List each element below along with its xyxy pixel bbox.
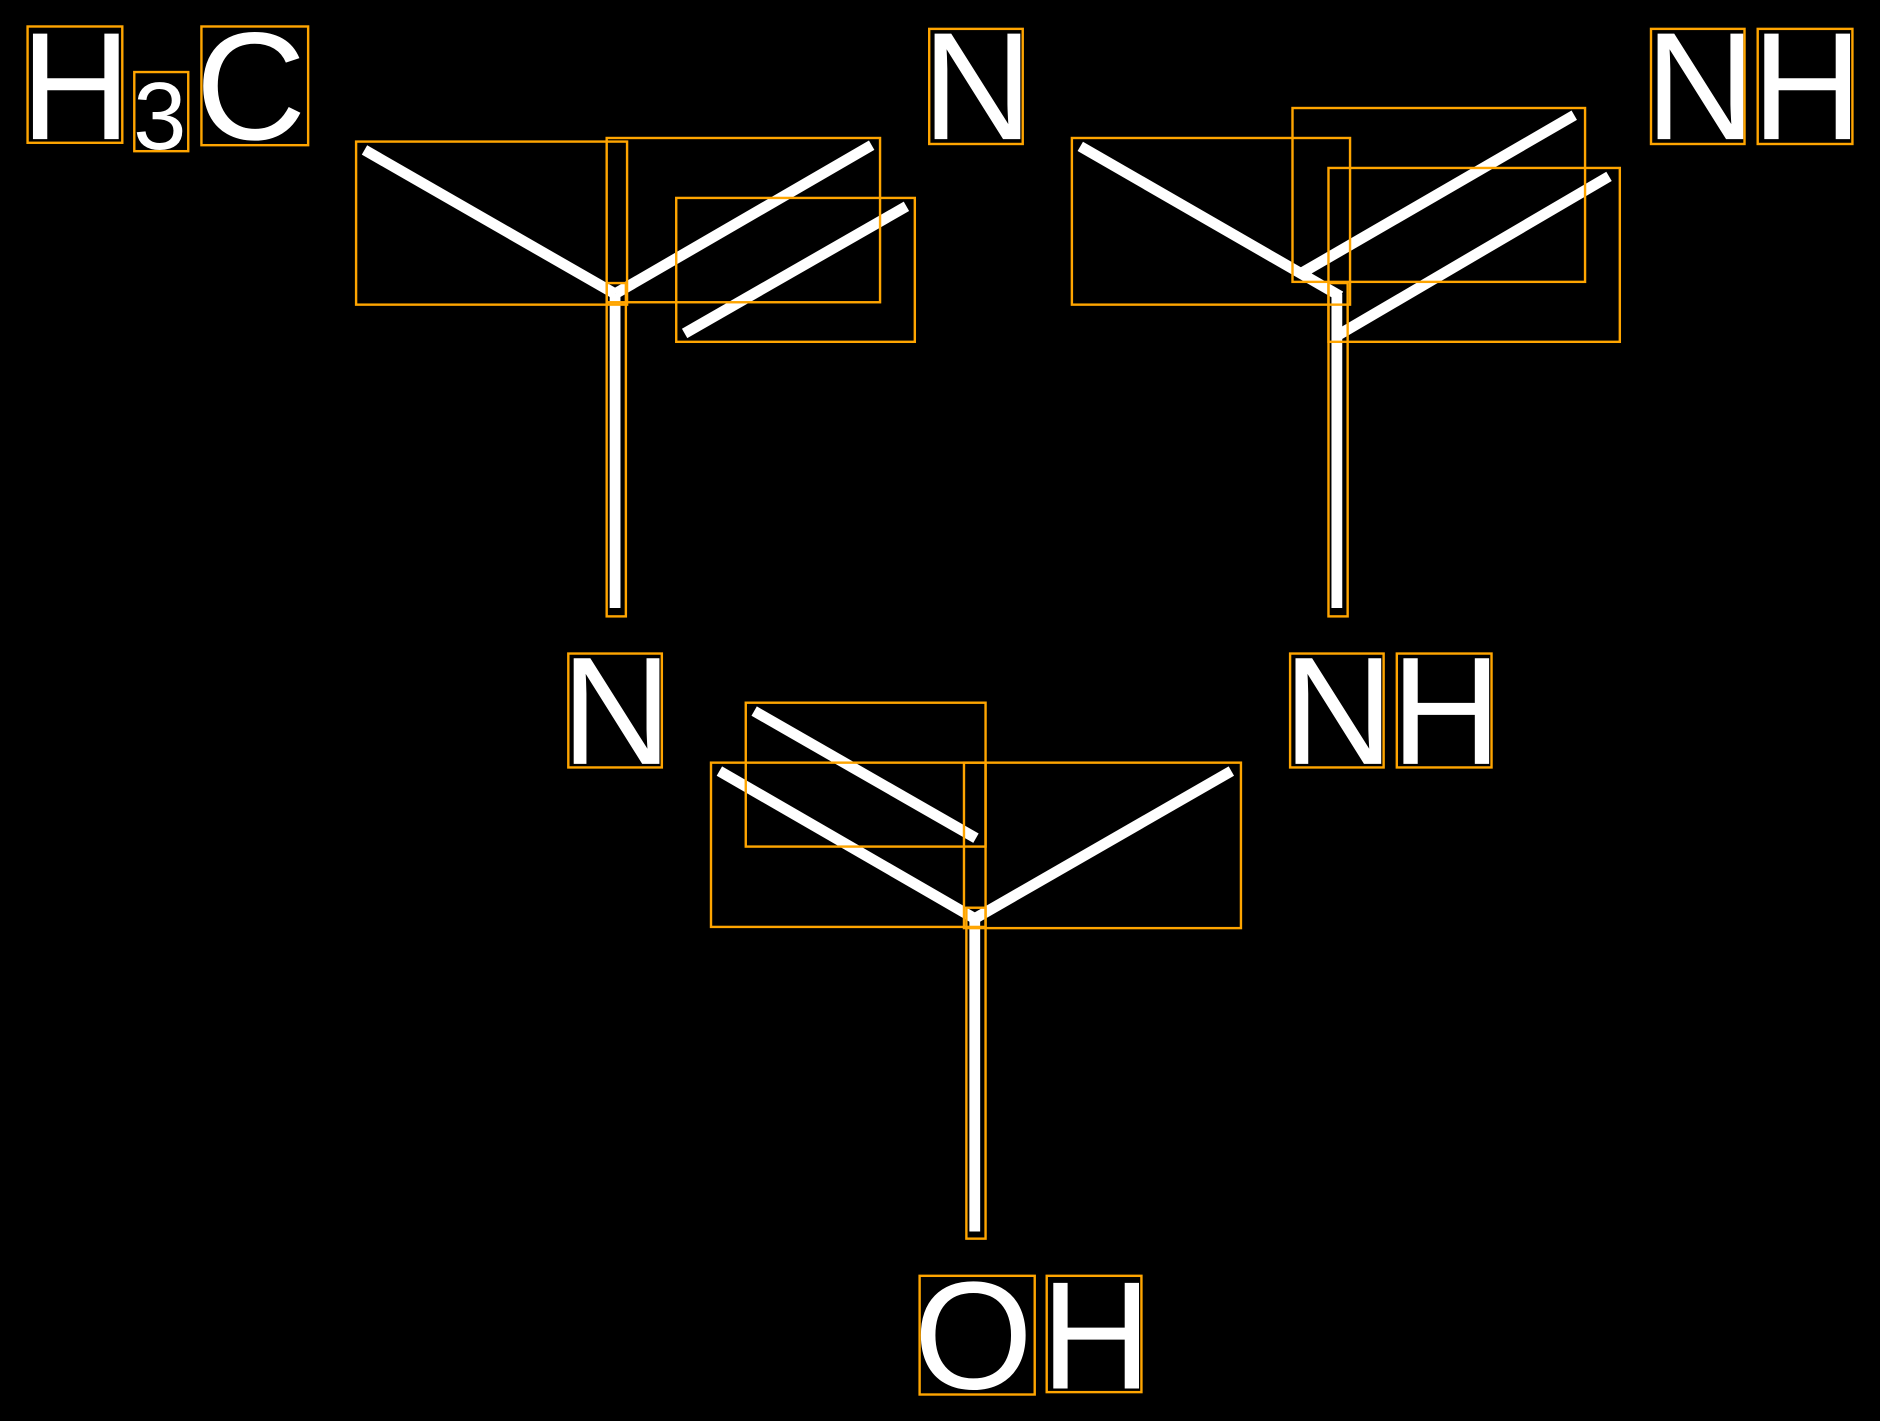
annotation-box — [675, 196, 917, 344]
annotation-box — [709, 761, 987, 929]
atom-methyl-subscript: 3 — [133, 63, 186, 170]
bond — [751, 706, 979, 843]
annotation-box — [1327, 281, 1349, 618]
annotation-box — [354, 140, 629, 306]
annotation-box — [133, 70, 190, 153]
bond — [681, 201, 910, 339]
annotation-box — [605, 281, 628, 618]
annotation-box — [962, 761, 1243, 930]
bond — [1334, 171, 1612, 341]
annotation-box — [1291, 106, 1587, 284]
annotation-box — [1395, 652, 1493, 769]
annotation-box — [928, 27, 1024, 146]
atom-mid-right-n: N — [1283, 625, 1394, 797]
bond — [972, 766, 1235, 924]
annotation-box — [1288, 652, 1385, 769]
annotation-box — [1045, 1274, 1143, 1394]
annotation-box — [567, 652, 664, 769]
bond — [361, 145, 618, 299]
annotation-box — [200, 25, 310, 147]
annotation-boxes — [26, 25, 1854, 1396]
atom-top-right-n: N — [1645, 0, 1756, 172]
annotation-box — [1756, 27, 1854, 146]
atom-methyl-c: C — [195, 0, 306, 172]
annotation-box — [605, 136, 882, 304]
atom-top-n: N — [922, 0, 1033, 172]
atom-mid-right-h: H — [1391, 625, 1502, 797]
atom-top-right-h: H — [1752, 0, 1863, 172]
bond — [1077, 141, 1344, 301]
annotation-box — [26, 25, 124, 144]
atom-hydroxyl-o: O — [914, 1250, 1033, 1421]
annotation-box — [1327, 166, 1622, 344]
bond — [716, 766, 978, 924]
annotation-box — [918, 1274, 1036, 1396]
bond — [1298, 110, 1577, 279]
annotation-box — [1649, 27, 1746, 146]
bond — [612, 140, 875, 299]
annotation-box — [965, 906, 987, 1240]
atom-mid-n: N — [561, 625, 672, 797]
annotation-box — [1070, 136, 1352, 306]
bonds — [361, 110, 1612, 1232]
